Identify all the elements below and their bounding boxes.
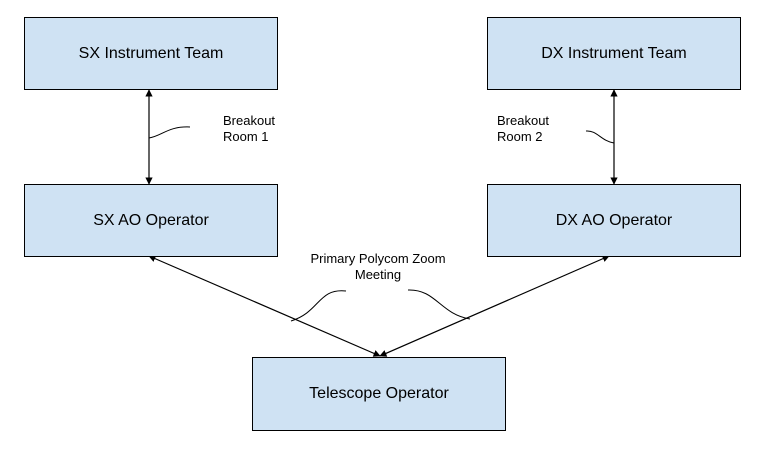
sx-primary-callout — [290, 290, 347, 322]
sx-ao-operator-box: SX AO Operator — [24, 184, 278, 257]
dx-ao-operator-box: DX AO Operator — [487, 184, 741, 257]
breakout-room-1-line-1: Breakout — [223, 113, 276, 128]
breakout-room-1-label: Breakout Room 1 — [223, 113, 275, 145]
sx-primary-connector — [148, 255, 381, 357]
sx-breakout-callout — [148, 126, 191, 139]
dx-primary-connector — [379, 255, 610, 357]
primary-meeting-line-1: Primary Polycom Zoom — [310, 251, 446, 266]
sx-instrument-team-box: SX Instrument Team — [24, 17, 278, 90]
breakout-room-2-label: Breakout Room 2 — [497, 113, 549, 145]
dx-instrument-team-label: DX Instrument Team — [541, 44, 687, 62]
breakout-room-2-line-2: Room 2 — [497, 129, 543, 144]
telescope-operator-label: Telescope Operator — [309, 385, 449, 402]
telescope-operator-box: Telescope Operator — [252, 357, 506, 431]
primary-meeting-line-2: Meeting — [354, 267, 402, 282]
sx-instrument-team-label: SX Instrument Team — [78, 44, 224, 62]
primary-meeting-label: Primary Polycom Zoom Meeting — [296, 251, 460, 283]
dx-ao-operator-label: DX AO Operator — [555, 211, 673, 229]
breakout-room-2-line-1: Breakout — [497, 113, 550, 128]
sx-ao-operator-label: SX AO Operator — [93, 211, 209, 229]
dx-instrument-team-box: DX Instrument Team — [487, 17, 741, 90]
breakout-room-1-line-2: Room 1 — [223, 129, 269, 144]
dx-breakout-callout — [585, 130, 615, 144]
dx-primary-callout — [407, 289, 471, 320]
